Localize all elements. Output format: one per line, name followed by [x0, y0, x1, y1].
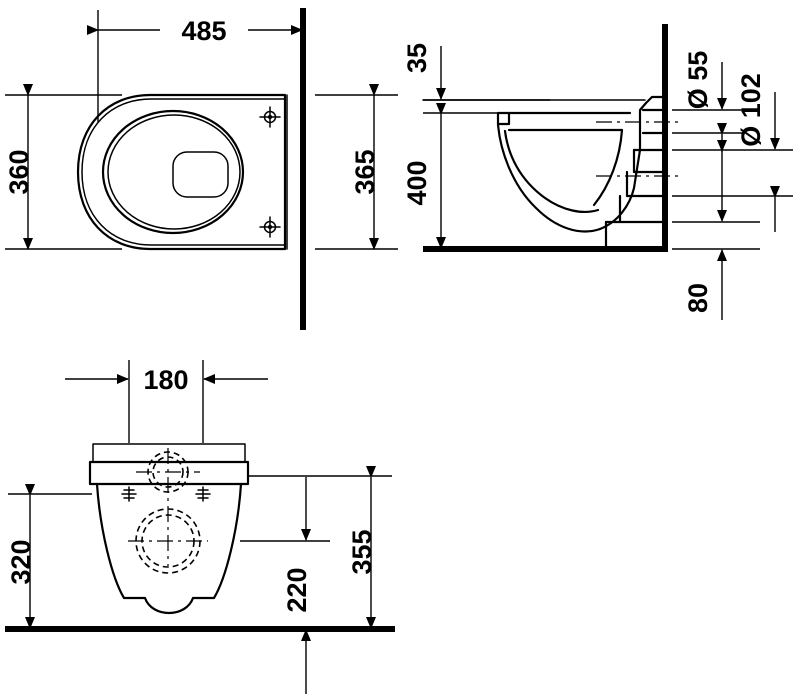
plan-seat-inner-ring: [107, 114, 241, 230]
plan-fixing-point-top: [259, 106, 281, 128]
side-bowl-outer-front: [496, 122, 602, 233]
front-355-label: 355: [347, 529, 377, 574]
side-seat-hinge-block: [496, 111, 511, 126]
plan-365-label: 365: [350, 149, 380, 194]
front-180-label: 180: [143, 365, 188, 395]
plan-flush-aperture: [172, 151, 229, 198]
side-bowl-inner-front: [503, 129, 600, 214]
front-bowl-body: [95, 482, 243, 614]
side-102-label: Ø 102: [736, 73, 766, 147]
side-bowl-inner-rear: [592, 128, 624, 207]
plan-view: 485 360 365: [4, 8, 398, 330]
plan-bowl-inner-lip: [81, 98, 286, 246]
front-320-label: 320: [6, 539, 36, 584]
plan-485-label: 485: [181, 16, 226, 46]
front-fixing-cross-right: [195, 486, 211, 502]
side-body-step-3: [625, 170, 666, 198]
side-80-label: 80: [683, 283, 713, 313]
side-55-label: Ø 55: [683, 51, 713, 110]
side-view: 35 400 Ø 55 Ø 102 80: [402, 24, 793, 320]
plan-fixing-point-bottom: [259, 216, 281, 238]
side-400-label: 400: [402, 160, 432, 205]
side-body-step-2: [632, 148, 666, 174]
front-fixing-cross-left: [121, 486, 137, 502]
front-rim-band: [88, 460, 250, 486]
side-35-label: 35: [402, 43, 432, 73]
side-body-upper-flange: [638, 95, 666, 152]
front-view: 180 320 220 355: [5, 360, 395, 694]
front-220-label: 220: [282, 567, 312, 612]
plan-bowl-outline: [76, 93, 287, 251]
plan-360-label: 360: [4, 149, 34, 194]
plan-seat-outer-ring: [101, 109, 245, 235]
